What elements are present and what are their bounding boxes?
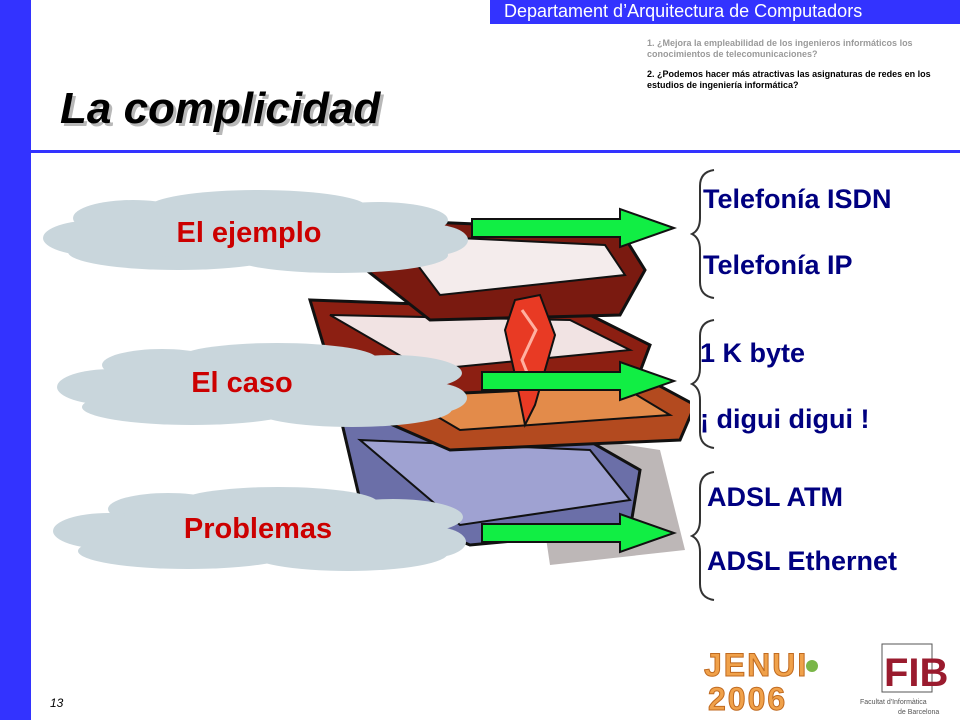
jenui-2006-logo: JENUI 2006 [704, 647, 818, 714]
questions-panel: 1. ¿Mejora la empleabilidad de los ingen… [647, 38, 953, 100]
cloud-label-caso: El caso [191, 367, 293, 399]
arrow-ejemplo [471, 207, 678, 249]
brace-group-1 [690, 169, 715, 299]
page-number: 13 [50, 696, 64, 710]
arrow-caso [481, 360, 678, 402]
topic-adsl-atm: ADSL ATM [707, 482, 843, 512]
left-accent-bar [0, 0, 31, 720]
title-divider [31, 150, 960, 153]
svg-text:de Barcelona: de Barcelona [898, 709, 939, 716]
arrow-problemas [481, 512, 678, 554]
svg-text:Facultat d'Informàtica: Facultat d'Informàtica [860, 699, 927, 706]
brace-group-2 [690, 319, 715, 449]
svg-text:JENUI: JENUI [704, 647, 808, 683]
department-name: Departament d’Arquitectura de Computador… [504, 1, 863, 21]
topic-adsl-ethernet: ADSL Ethernet [707, 546, 898, 576]
topic-telefonia-isdn: Telefonía ISDN [703, 184, 892, 214]
cloud-ejemplo [43, 190, 468, 273]
brace-group-3 [690, 471, 715, 601]
cloud-label-ejemplo: El ejemplo [176, 217, 322, 249]
question-1: 1. ¿Mejora la empleabilidad de los ingen… [647, 38, 913, 59]
cloud-label-problemas: Problemas [183, 513, 333, 545]
question-2: 2. ¿Podemos hacer más atractivas las asi… [647, 69, 931, 90]
svg-text:FIB: FIB [884, 651, 948, 695]
department-header: Departament d’Arquitectura de Computador… [490, 0, 960, 24]
topic-digui-digui: ¡ digui digui ! [700, 404, 870, 434]
cloud-caso [57, 343, 467, 427]
fib-logo: FIB Facultat d'Informàtica de Barcelona [860, 643, 948, 716]
topic-telefonia-ip: Telefonía IP [703, 250, 853, 280]
topic-1-k-byte: 1 K byte [700, 338, 806, 368]
bookmark-ribbon [503, 293, 557, 429]
cloud-problemas [53, 487, 466, 571]
svg-text:2006: 2006 [708, 681, 787, 714]
slide-title: La complicidad [60, 84, 381, 133]
